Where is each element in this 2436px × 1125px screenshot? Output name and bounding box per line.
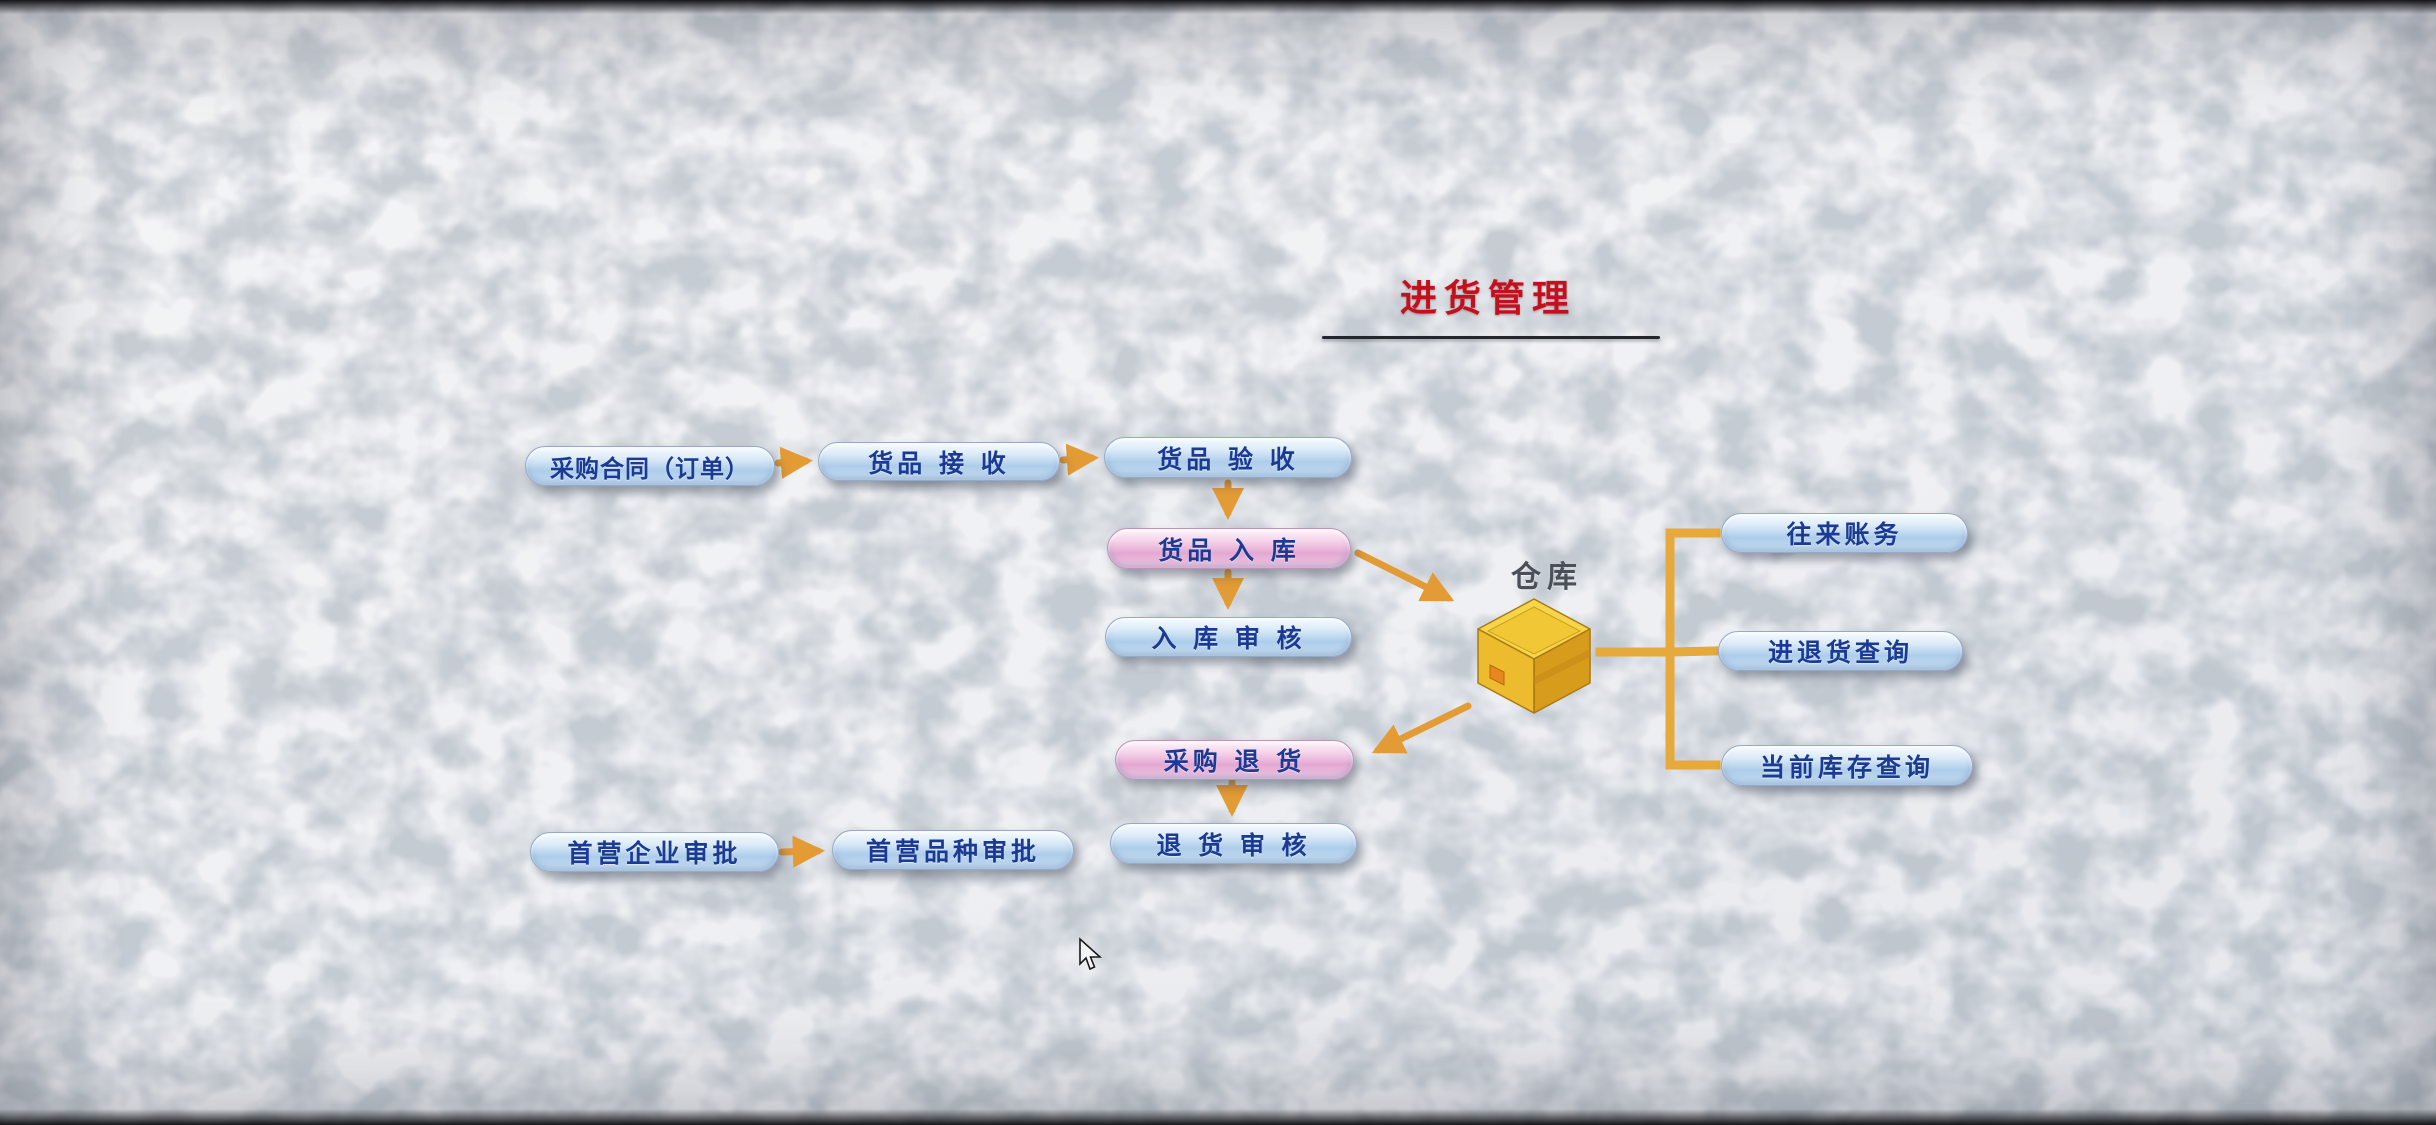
diagram-title: 进货管理 [1400,277,1576,320]
node-account-services: 往来账务 [1721,513,1968,553]
photo-edge-top [0,0,2436,14]
node-first-enterprise-audit: 首营企业审批 [530,832,779,872]
node-in-out-query: 进退货查询 [1718,631,1963,671]
warehouse-label: 仓库 [1511,560,1583,595]
node-warehouse-in-audit: 入 库 审 核 [1105,617,1352,657]
node-first-variety-audit: 首营品种审批 [832,830,1074,870]
node-goods-warehouse-in: 货品 入 库 [1107,528,1351,569]
node-goods-inspect: 货品 验 收 [1104,437,1352,478]
node-purchase-return: 采购 退 货 [1115,740,1354,780]
node-goods-receive: 货品 接 收 [818,442,1060,481]
node-return-audit: 退 货 审 核 [1110,823,1357,864]
photo-edge-bottom [0,1109,2436,1125]
node-current-stock-query: 当前库存查询 [1721,745,1973,786]
node-purchase-contract: 采购合同（订单） [525,446,775,486]
title-underline [1322,336,1660,339]
